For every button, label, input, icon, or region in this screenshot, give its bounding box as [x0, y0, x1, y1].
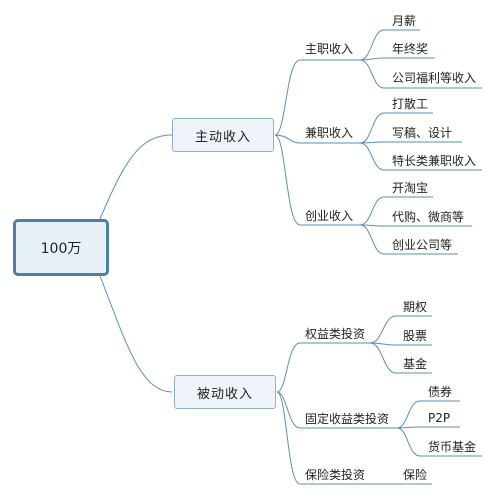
leaf-p2p[interactable]: P2P: [428, 411, 451, 425]
leaf-funds[interactable]: 基金: [403, 357, 428, 371]
branch-label: 主动收入: [194, 129, 251, 145]
leaf-options[interactable]: 期权: [403, 300, 428, 314]
leaf-company-benefits[interactable]: 公司福利等收入: [392, 71, 477, 85]
branch-active-income[interactable]: 主动收入: [172, 118, 274, 152]
leaf-daigou-wechat[interactable]: 代购、微商等: [392, 210, 465, 224]
root-node[interactable]: 100万: [13, 219, 109, 276]
node-part-time-income[interactable]: 兼职收入: [305, 126, 354, 140]
leaf-odd-jobs[interactable]: 打散工: [392, 97, 429, 111]
node-main-job-income[interactable]: 主职收入: [305, 42, 354, 56]
node-startup-income[interactable]: 创业收入: [305, 209, 354, 223]
branch-passive-income[interactable]: 被动收入: [174, 375, 276, 409]
node-insurance-investment[interactable]: 保险类投资: [305, 468, 366, 482]
leaf-year-end-bonus[interactable]: 年终奖: [392, 42, 429, 56]
root-label: 100万: [40, 240, 82, 257]
leaf-money-market-fund[interactable]: 货币基金: [428, 440, 477, 454]
leaf-bonds[interactable]: 债券: [428, 385, 453, 399]
leaf-monthly-salary[interactable]: 月薪: [392, 14, 417, 28]
leaf-startup-company[interactable]: 创业公司等: [392, 238, 453, 252]
leaf-writing-design[interactable]: 写稿、设计: [392, 126, 453, 140]
leaf-stocks[interactable]: 股票: [403, 329, 428, 343]
leaf-skill-part-time[interactable]: 特长类兼职收入: [392, 154, 477, 168]
branch-label: 被动收入: [196, 386, 253, 402]
node-fixed-income-investment[interactable]: 固定收益类投资: [305, 412, 390, 426]
leaf-insurance[interactable]: 保险: [403, 468, 428, 482]
node-equity-investment[interactable]: 权益类投资: [305, 327, 366, 341]
leaf-taobao-shop[interactable]: 开淘宝: [392, 181, 429, 195]
